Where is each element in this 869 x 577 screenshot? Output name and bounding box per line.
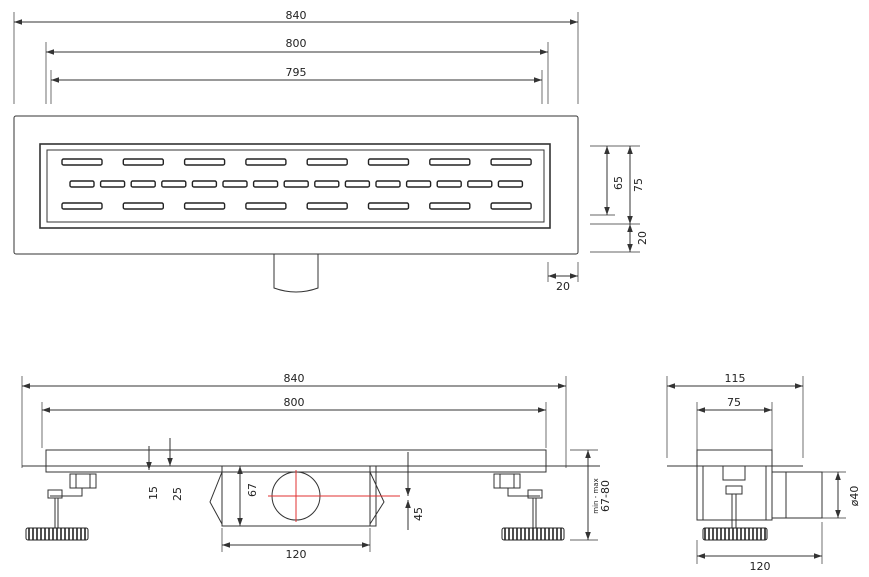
grate-slot [429,202,471,210]
grate-slot [183,202,226,210]
dim-label-115: 115 [725,372,746,385]
leveling-foot-right [493,473,565,541]
dim-label-120-side: 120 [750,560,771,573]
dim-label-20-vertical: 20 [636,231,649,245]
dim-label-120-front: 120 [286,548,307,561]
grate-slot [497,180,524,188]
grate-slot [367,158,410,166]
wedge-right [369,471,385,525]
side-view: 115 75 ø40 120 [666,372,861,573]
grate-slot [122,202,165,210]
dim-note-min-max: min - max [592,478,600,513]
drain-body-outline [13,115,579,255]
dim-label-15: 15 [147,486,160,500]
front-view: 840 800 [21,372,612,561]
channel-inner-side [702,465,767,521]
outlet-pipe-side [771,471,823,519]
grate-slot [183,158,226,166]
grate-slot [344,180,371,188]
grate-slot [405,180,432,188]
grate-slot [306,202,348,210]
grate-frame-inner [46,149,545,223]
grate-slot [191,180,218,188]
dim-label-65: 65 [612,176,625,190]
grate-slot [283,180,309,188]
dim-label-795-top: 795 [286,66,307,79]
grate-slot [222,180,248,188]
grate-slot [69,180,95,188]
dim-label-45: 45 [412,507,425,521]
dim-label-height-range: 67-80 [599,480,612,512]
grate-slot [314,180,340,188]
grate-slot [490,202,532,210]
grate-slot [245,158,287,166]
dim-label-75: 75 [632,178,645,192]
grate-slot [161,180,187,188]
grate-slot [122,158,165,166]
grate-slot [252,180,279,188]
leveling-foot-side [702,465,768,541]
dim-label-800-front: 800 [284,396,305,409]
dim-label-25: 25 [171,487,184,501]
grate-slots [61,158,532,210]
dim-label-diameter-40: ø40 [848,486,861,507]
grate-slot [375,180,401,188]
wedge-left [209,471,223,525]
dim-label-67: 67 [246,483,259,497]
grate-slot [130,180,156,188]
drain-top-plate [45,449,547,473]
dim-label-840-front: 840 [284,372,305,385]
channel-body-side [696,449,773,521]
leveling-foot-left [25,473,97,541]
top-view: 840 800 795 65 75 20 20 [13,9,649,293]
grate-slot [429,158,471,166]
grate-slot [436,180,462,188]
dim-label-800-top: 800 [286,37,307,50]
dim-label-840-top: 840 [286,9,307,22]
grate-slot [245,202,287,210]
grate-slot [490,158,532,166]
grate-slot [467,180,493,188]
grate-slot [306,158,348,166]
grate-slot [99,180,126,188]
grate-slot [61,202,103,210]
grate-slot [61,158,103,166]
dim-label-75-side: 75 [727,396,741,409]
outlet-pipe-top [273,254,319,293]
grate-slot [367,202,410,210]
dim-label-20-horizontal: 20 [556,280,570,293]
grate-frame-outer [39,143,551,229]
